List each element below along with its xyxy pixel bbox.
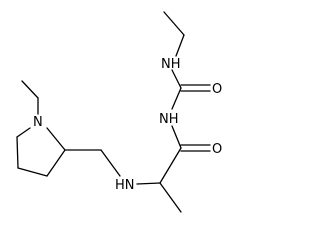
atom-label-urea-o: O <box>212 82 222 97</box>
bond-ring-c5-n <box>16 127 31 138</box>
atom-label-amide-o: O <box>212 142 222 157</box>
bond-ethyl-ch3-ring <box>21 80 39 99</box>
bond-nh-ethyl-ch2 <box>175 34 185 57</box>
bond-ethyl-ch2-ch3 <box>163 11 185 36</box>
bond-ring-c2-c3 <box>46 149 66 177</box>
bond-ch-carbonyl <box>159 147 182 184</box>
atom-label-imide-nh: NH <box>159 112 179 127</box>
atom-label-urea-nh: NH <box>161 57 181 72</box>
bond-ring-n-c2 <box>46 127 66 151</box>
bond-ring-c3-c4 <box>17 167 48 177</box>
bond-urea-c-nh <box>171 69 182 89</box>
bond-carbonyl-nh <box>171 125 182 149</box>
bond-ch2-nh <box>100 149 121 177</box>
bond-ch-ch3 <box>159 182 182 213</box>
molecule-diagram: N HN NH NH O O <box>16 11 222 213</box>
bond-ring-c4-c5 <box>16 136 19 169</box>
bond-nh-ch <box>136 182 161 185</box>
bond-nh-urea-c <box>171 87 182 110</box>
atom-label-amine-nh: HN <box>115 178 135 193</box>
atom-label-ring-n: N <box>33 115 43 130</box>
